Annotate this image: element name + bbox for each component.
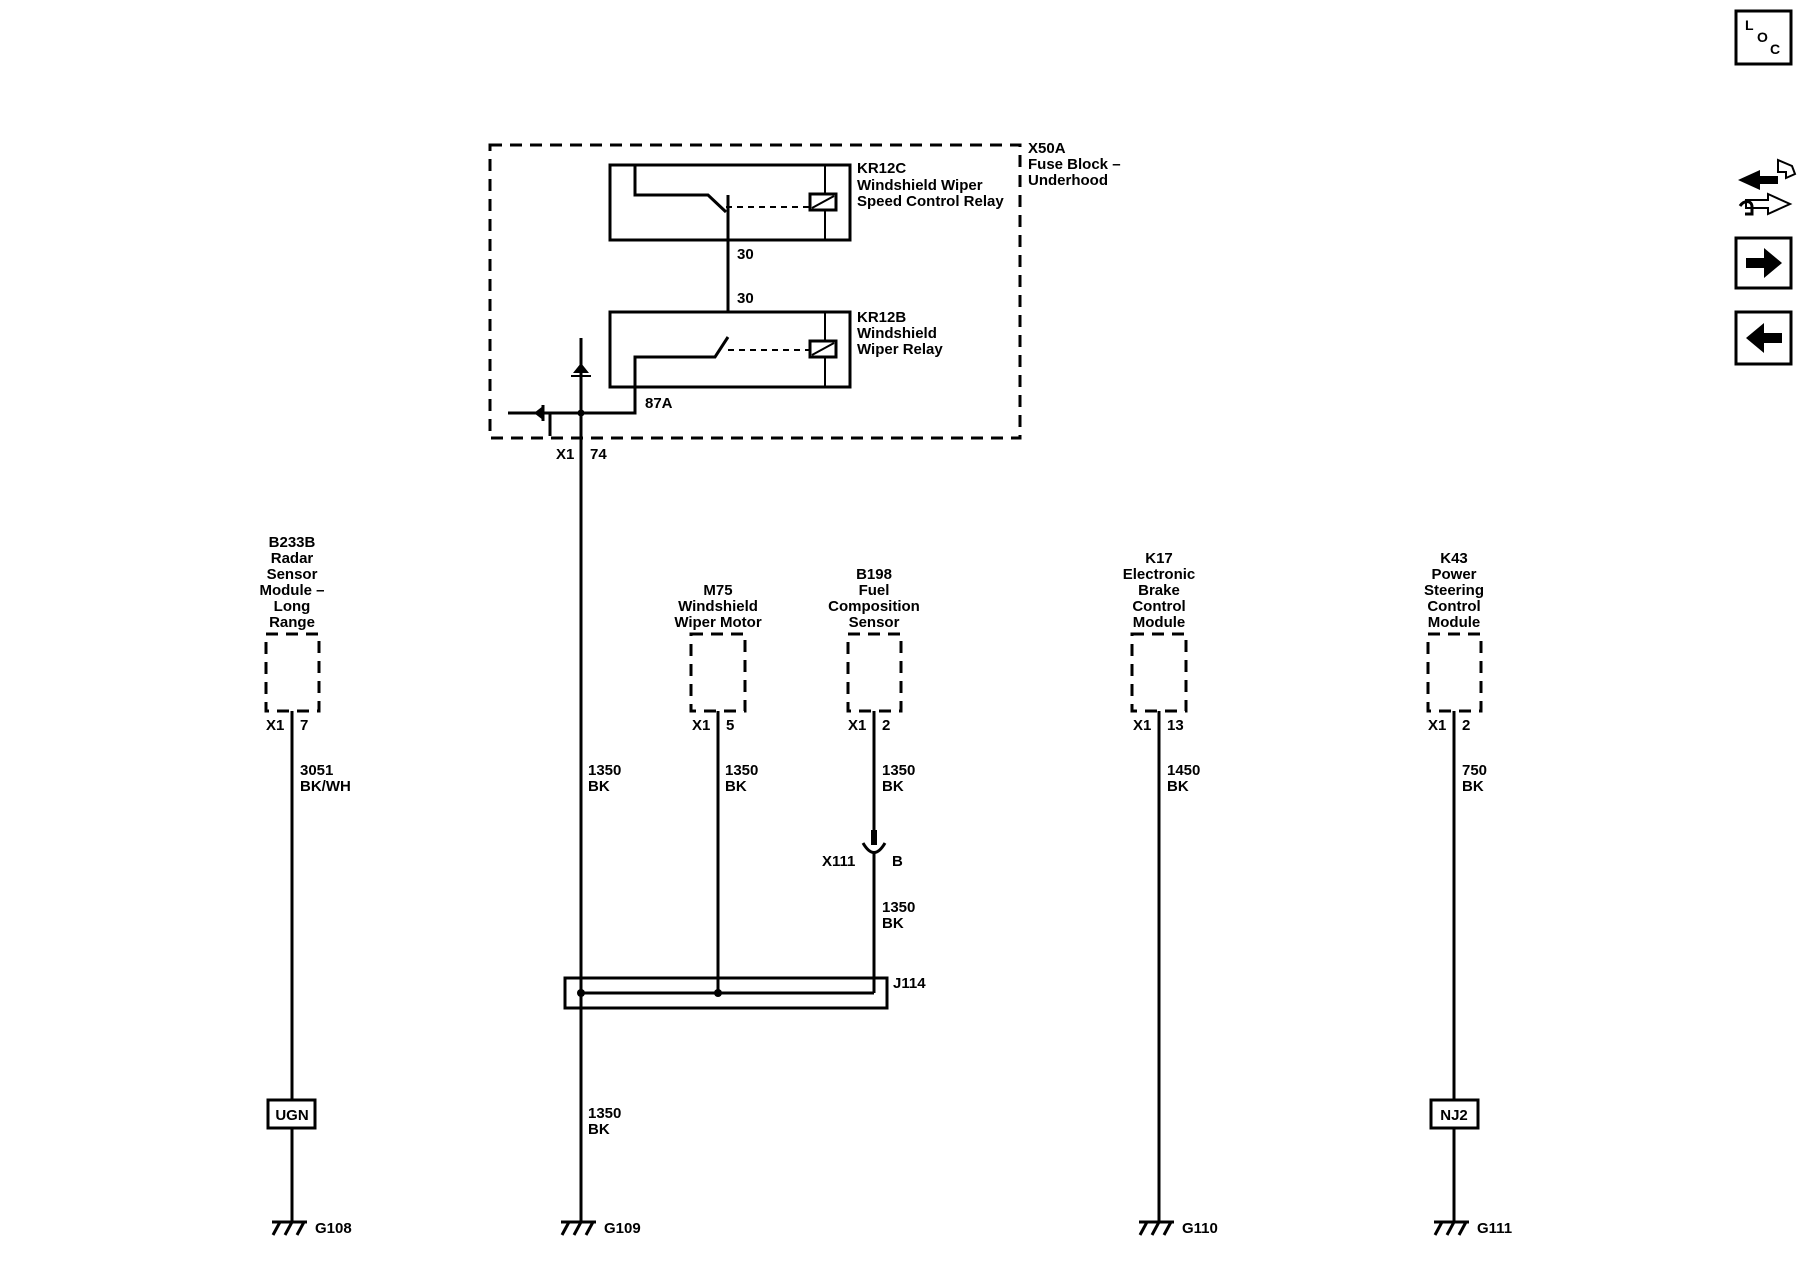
b233b-gauge: 3051 [300,762,333,779]
m75-pin: 5 [726,717,734,734]
k17-name-line: Control [1132,598,1185,615]
k43-pin: 2 [1462,717,1470,734]
relay-c-pin: 30 [737,246,754,263]
fuse-wire-gauge: 1350 [588,762,621,779]
ground-g108-label: G108 [315,1220,352,1237]
ground-g110: G110 [1138,1220,1218,1237]
splice-color: BK [588,1121,610,1138]
b198-gauge-2: 1350 [882,899,915,916]
relay-b-line2: Wiper Relay [857,341,943,358]
fuse-connector: X1 [556,446,574,463]
k17-color: BK [1167,778,1189,795]
x111-connector: X111 [822,853,855,870]
inline-nj2-label: NJ2 [1440,1107,1468,1124]
m75-gauge: 1350 [725,762,758,779]
b198-color: BK [882,778,904,795]
ground-g111: G111 [1433,1220,1512,1237]
b233b-name-line: Sensor [267,566,318,583]
b233b-name-line: Module – [259,582,324,599]
fuse-block-name-1: Fuse Block – [1028,156,1121,173]
x111-connector-symbol [861,842,887,854]
k43-connector: X1 [1428,717,1446,734]
fuse-block-x50a: X50A Fuse Block – Underhood [488,140,1121,440]
k17-pin: 13 [1167,717,1184,734]
k17-gauge: 1450 [1167,762,1200,779]
loc-letter-l: L [1745,17,1754,33]
k43-name-line: Power [1431,566,1476,583]
b233b-pin: 7 [300,717,308,734]
b198-name-line: Composition [828,598,920,615]
ground-g110-label: G110 [1182,1220,1218,1237]
b198-name-line: Sensor [849,614,900,631]
k43-gauge: 750 [1462,762,1487,779]
fuse-pin: 74 [590,446,607,463]
b198-gauge: 1350 [882,762,915,779]
relay-b-id: KR12B [857,309,906,326]
m75-color: BK [725,778,747,795]
splice-j114: J114 1350 BK [563,975,926,1138]
relay-b-pin-out: 87A [645,395,673,412]
ground-g109-label: G109 [604,1220,641,1237]
ground-g111-label: G111 [1477,1220,1512,1237]
component-b198: B198 Fuel Composition Sensor X1 2 1350 B… [822,566,920,993]
loc-letter-c: C [1770,41,1780,57]
relay-c-line1: Windshield Wiper [857,177,983,194]
fuse-block-id: X50A [1028,140,1066,157]
component-b233b: B233B Radar Sensor Module – Long Range X… [259,534,351,1222]
b233b-color: BK/WH [300,778,351,795]
inline-connector-nj2[interactable] [1429,1098,1480,1130]
arrow-left-icon[interactable] [1734,310,1793,366]
k17-name-line: Module [1133,614,1186,631]
b198-name-line: Fuel [859,582,890,599]
k17-id: K17 [1145,550,1173,567]
relay-b-pin-top: 30 [737,290,754,307]
relay-kr12b: KR12B Windshield Wiper Relay 30 87A [608,290,943,412]
b233b-name-line: Long [274,598,311,615]
inline-connector-ugn[interactable] [266,1098,317,1130]
fuse-wire-color: BK [588,778,610,795]
b233b-name-line: Range [269,614,315,631]
m75-name-line: Wiper Motor [674,614,762,631]
k43-color: BK [1462,778,1484,795]
k17-name-line: Brake [1138,582,1180,599]
arrow-right-icon[interactable] [1734,236,1793,290]
m75-id: M75 [703,582,732,599]
m75-connector: X1 [692,717,710,734]
b198-color-2: BK [882,915,904,932]
relay-c-id: KR12C [857,160,906,177]
b198-connector: X1 [848,717,866,734]
relay-c-line2: Speed Control Relay [857,193,1004,210]
k17-name-line: Electronic [1123,566,1196,583]
splice-gauge: 1350 [588,1105,621,1122]
x111-pin: B [892,853,903,870]
k43-id: K43 [1440,550,1468,567]
b233b-id: B233B [269,534,316,551]
k43-name-line: Steering [1424,582,1484,599]
b198-pin: 2 [882,717,890,734]
component-m75: M75 Windshield Wiper Motor X1 5 1350 BK [674,582,762,993]
b198-id: B198 [856,566,892,583]
relay-b-line1: Windshield [857,325,937,342]
connector-swap-icon[interactable] [1738,158,1797,216]
inline-ugn-label: UGN [275,1107,308,1124]
k43-name-line: Control [1427,598,1480,615]
loc-letter-o: O [1757,29,1768,45]
loc-icon[interactable]: L O C [1734,9,1793,66]
m75-name-line: Windshield [678,598,758,615]
k17-connector: X1 [1133,717,1151,734]
splice-id: J114 [893,975,926,992]
b233b-name-line: Radar [271,550,314,567]
fuse-block-name-2: Underhood [1028,172,1108,189]
component-k43: K43 Power Steering Control Module X1 2 7… [1424,550,1487,1222]
b233b-connector: X1 [266,717,284,734]
component-k17: K17 Electronic Brake Control Module X1 1… [1123,550,1200,1222]
ground-g108: G108 [271,1220,352,1237]
ground-g109: G109 [560,1220,641,1237]
relay-kr12c: KR12C Windshield Wiper Speed Control Rel… [608,160,1004,263]
k43-name-line: Module [1428,614,1481,631]
